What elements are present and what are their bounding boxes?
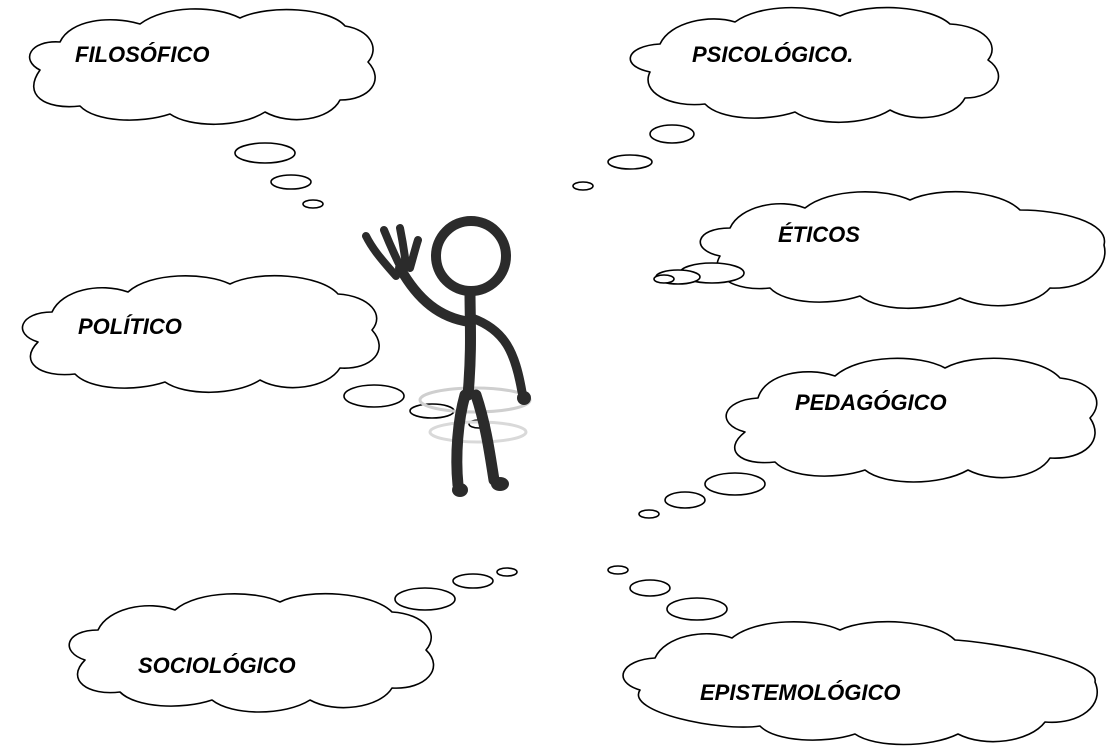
cloud-epistemologico-label: EPISTEMOLÓGICO (700, 680, 900, 705)
cloud-filosofico-shape (28, 8, 376, 126)
thought-bubble-small (572, 181, 594, 191)
thought-bubble-small (234, 142, 296, 164)
cloud-eticos-label: ÉTICOS (778, 222, 860, 247)
cloud-psicologico-label: PSICOLÓGICO. (692, 42, 853, 67)
cloud-pedagogico-label: PEDAGÓGICO (795, 390, 947, 415)
thought-bubble-small (343, 384, 405, 408)
thought-bubble-small (653, 274, 675, 284)
cloud-politico-shape (21, 274, 380, 394)
cloud-psicologico-shape (629, 6, 1000, 124)
cloud-sociologico-label: SOCIOLÓGICO (138, 653, 296, 678)
cloud-pedagogico: PEDAGÓGICO (725, 357, 1098, 483)
cloud-eticos: ÉTICOS (699, 190, 1106, 310)
thought-bubble-small (664, 491, 706, 509)
thought-bubble-small (704, 472, 766, 496)
cloud-sociologico-shape (68, 592, 435, 713)
thought-bubble-small (302, 199, 324, 209)
cloud-epistemologico-shape (622, 620, 1098, 746)
thought-bubble-small (666, 597, 728, 621)
cloud-pedagogico-shape (725, 357, 1098, 483)
cloud-epistemologico: EPISTEMOLÓGICO (622, 620, 1098, 746)
cloud-eticos-shape (699, 190, 1106, 310)
cloud-politico: POLÍTICO (21, 274, 380, 394)
waving-stick-figure-icon (362, 216, 532, 497)
cloud-filosofico-label: FILOSÓFICO (75, 42, 209, 67)
thought-bubble-small (638, 509, 660, 519)
cloud-filosofico: FILOSÓFICO (28, 8, 376, 126)
thought-bubble-small (394, 587, 456, 611)
thought-bubble-small (649, 124, 695, 144)
cloud-politico-label: POLÍTICO (78, 314, 182, 339)
thought-bubble-small (270, 174, 312, 190)
thought-bubble-small (452, 573, 494, 589)
thought-bubble-small (607, 565, 629, 575)
cloud-sociologico: SOCIOLÓGICO (68, 592, 435, 713)
thought-bubble-small (629, 579, 671, 597)
thought-bubble-small (607, 154, 653, 170)
thought-bubble-small (496, 567, 518, 577)
cloud-psicologico: PSICOLÓGICO. (629, 6, 1000, 124)
